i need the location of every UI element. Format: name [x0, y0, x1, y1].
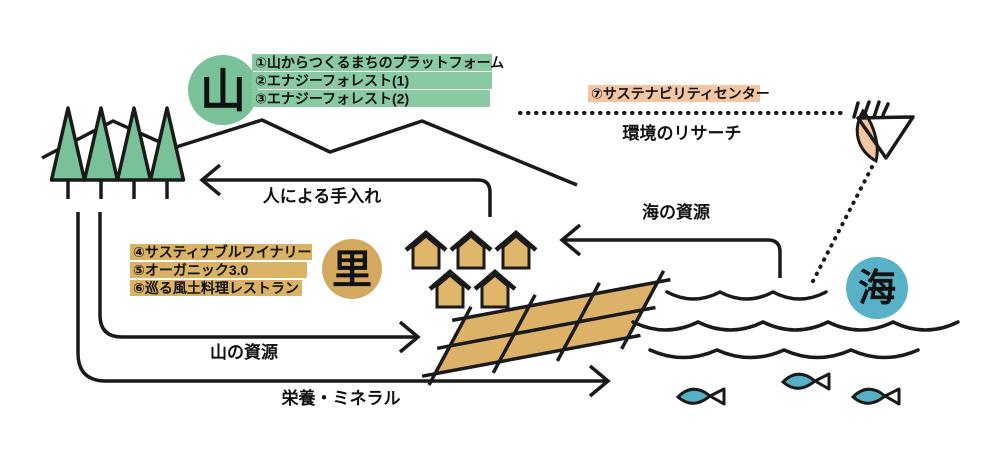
- sea-node-label: 海: [858, 268, 896, 310]
- house-icon: [428, 269, 472, 309]
- flow-label-nutrients-minerals: 栄養・ミネラル: [281, 388, 401, 408]
- fields-icon: [416, 268, 676, 387]
- mountain-program-1: ①山からつくるまちのプラットフォーム: [255, 55, 504, 71]
- village-program-6: ⑥巡る風土料理レストラン: [133, 280, 299, 296]
- flow-label-care-by-people: 人による手入れ: [263, 186, 382, 206]
- village-node-label: 里: [332, 248, 372, 292]
- village-program-legend: ④サスティナブルワイナリー ⑤オーガニック3.0 ⑥巡る風土料理レストラン: [130, 244, 312, 296]
- village-node-badge: [322, 239, 382, 299]
- waves-icon: [631, 290, 960, 360]
- flow-sea-resources: [559, 223, 782, 278]
- mountain-program-legend: ①山からつくるまちのプラットフォーム ②エナジーフォレスト(1) ③エナジーフォ…: [252, 54, 504, 107]
- sea-program-legend: ⑦サステナビリティセンター: [588, 85, 770, 102]
- arrowhead-left-icon: [559, 223, 582, 257]
- house-icon: [494, 230, 538, 270]
- village-program-4: ④サスティナブルワイナリー: [133, 244, 311, 260]
- legend-highlight: [252, 90, 490, 107]
- legend-highlight: [252, 72, 492, 89]
- arrowhead-left-icon: [199, 163, 222, 197]
- eyelashes-icon: [852, 100, 890, 119]
- legend-highlight: [252, 54, 492, 71]
- eye-icon: [852, 100, 915, 164]
- house-icon: [449, 230, 493, 270]
- legend-highlight: [588, 85, 760, 102]
- flow-label-environment-research: 環境のリサーチ: [623, 123, 742, 143]
- fish-icon: [675, 372, 901, 406]
- mountain-node-label: 山: [200, 65, 246, 117]
- mountain-ridge-icon: [41, 118, 578, 187]
- flow-line: [76, 212, 608, 383]
- trees-icon: [49, 106, 186, 199]
- mountain-node: 山: [188, 55, 258, 125]
- mountain-program-2: ②エナジーフォレスト(1): [255, 73, 409, 89]
- house-icon: [473, 269, 517, 309]
- legend-highlight: [130, 280, 302, 296]
- sea-program-7: ⑦サステナビリティセンター: [591, 86, 770, 102]
- flow-label-mountain-resources: 山の資源: [210, 342, 278, 362]
- mountain-node-badge: [188, 55, 258, 125]
- mountain-program-3: ③エナジーフォレスト(2): [255, 91, 409, 107]
- village-program-5: ⑤オーガニック3.0: [133, 262, 249, 278]
- houses-icon: [404, 230, 538, 309]
- house-icon: [404, 230, 448, 270]
- flow-mountain-resources: [98, 212, 421, 354]
- flow-line: [98, 212, 418, 339]
- legend-highlight: [130, 244, 312, 260]
- research-dotted-line-diagonal: [810, 165, 874, 285]
- legend-highlight: [130, 262, 307, 278]
- flow-care-by-people: [199, 163, 492, 217]
- arrowhead-right-icon: [588, 364, 611, 398]
- village-node: 里: [322, 239, 382, 299]
- flow-nutrients-minerals: [76, 212, 611, 398]
- arrowhead-right-icon: [398, 320, 421, 354]
- flow-line: [202, 178, 492, 217]
- flow-label-sea-resources: 海の資源: [642, 202, 710, 222]
- sea-node: 海: [846, 257, 908, 319]
- sea-node-badge: [846, 257, 908, 319]
- flow-line: [562, 238, 782, 278]
